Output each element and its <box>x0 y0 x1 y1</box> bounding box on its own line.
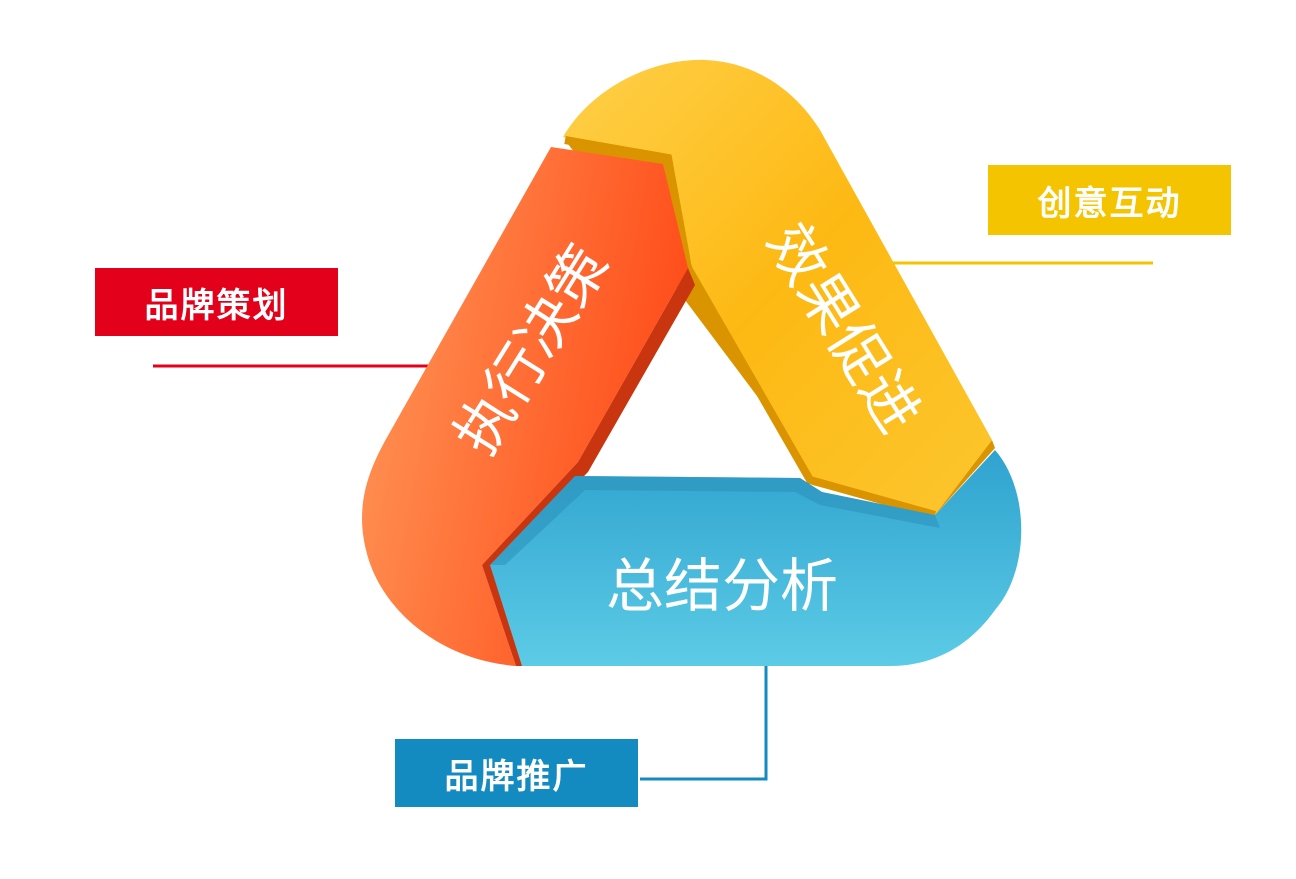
label-bottom-text: 品牌推广 <box>444 756 589 797</box>
segment-bottom-text: 总结分析 <box>606 552 838 620</box>
segment-left-shadow <box>482 268 695 666</box>
label-left-box: 品牌策划 <box>95 268 338 336</box>
connector-bottom-line <box>640 664 768 781</box>
label-left-text: 品牌策划 <box>144 285 289 326</box>
label-right-text: 创意互动 <box>1037 183 1182 224</box>
segment-bottom <box>490 450 1022 666</box>
segment-bottom-shape <box>490 450 1022 666</box>
label-bottom-box: 品牌推广 <box>395 739 638 807</box>
segment-bottom-shadow <box>490 476 940 565</box>
label-right-box: 创意互动 <box>988 165 1231 235</box>
segment-left <box>362 147 695 666</box>
segment-right-shape <box>563 59 992 515</box>
segment-left-shape <box>362 147 688 666</box>
